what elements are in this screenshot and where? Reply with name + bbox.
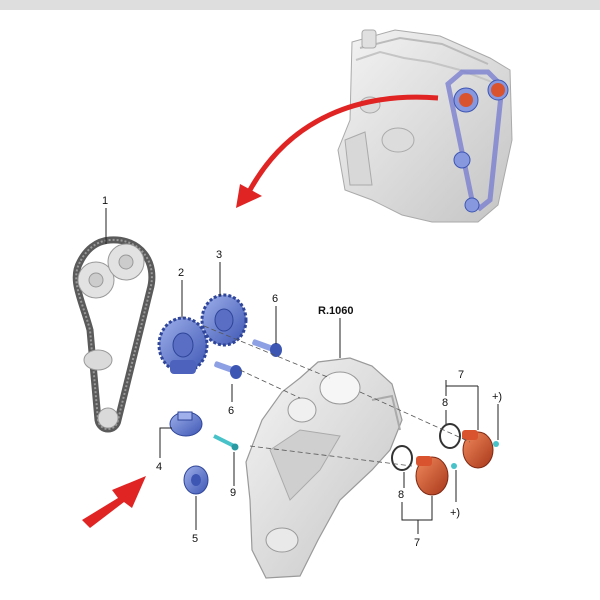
small-bolt [213,434,239,451]
callout-1: 1 [102,195,108,207]
callout-5: 5 [192,533,198,545]
callout-9: 9 [230,487,236,499]
camshaft-sprocket-b [200,293,248,347]
callout-cover-ref: R.1060 [318,305,353,317]
engine-block [337,29,513,223]
callout-6-top: 6 [272,293,278,305]
pointer-arrow-icon [82,476,146,528]
curved-arrow-icon [236,94,439,208]
bolt-mid [214,361,242,379]
actuator-upper [462,430,499,469]
timing-belt [72,236,156,433]
callout-3: 3 [216,249,222,261]
callout-6-mid: 6 [228,405,234,417]
timing-cover [245,357,403,579]
bolt-top [252,339,282,357]
actuator-lower [415,456,457,496]
top-bar [0,0,600,10]
camshaft-sprocket-a [157,316,209,374]
assembly-lines [203,325,471,467]
callout-8-lower: 8 [398,489,404,501]
callout-4: 4 [156,461,162,473]
callout-2: 2 [178,267,184,279]
seal-lower [391,445,413,471]
idler-pulley [183,465,209,495]
callout-7-upper: 7 [458,369,464,381]
seal-upper [439,423,461,449]
callout-7-lower: 7 [414,537,420,549]
tensioner-pulley [169,411,203,437]
callout-8-upper: 8 [442,397,448,409]
leader-lines [105,208,499,534]
note-upper: +) [492,391,502,403]
note-lower: +) [450,507,460,519]
